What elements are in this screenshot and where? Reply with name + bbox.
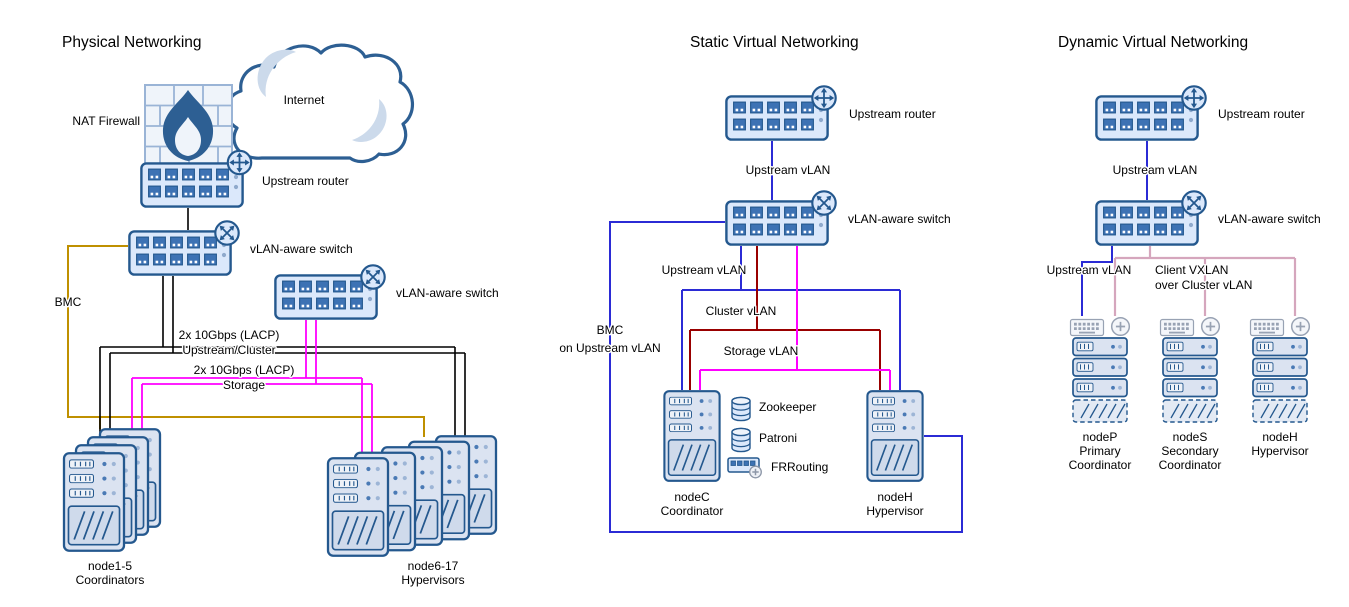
storage-vlan-lines: [699, 246, 891, 390]
physical-networking-section: Physical Networking Internet NAT Firewal…: [53, 33, 500, 589]
server-unit: [328, 458, 388, 556]
server-unit: [64, 453, 124, 551]
dynamic-virtual-networking-section: Dynamic Virtual Networking Upstream rout…: [1045, 33, 1322, 474]
client-vxlan-lines: [1113, 246, 1297, 316]
label-lacp-storage-1: 2x 10Gbps (LACP): [194, 363, 295, 377]
vm-stack-nodeh: [1249, 316, 1311, 424]
label-upstream-vlan: Upstream vLAN: [662, 263, 747, 277]
vm-stack-nodep: [1069, 316, 1131, 424]
cluster-vlan-lines: [689, 246, 881, 390]
label-nat-firewall: NAT Firewall: [72, 114, 140, 128]
label-nodec-2: Coordinator: [661, 504, 724, 518]
label-client-vxlan-2: over Cluster vLAN: [1155, 278, 1252, 292]
label-nodeh-1: nodeH: [877, 490, 912, 504]
label-lacp-storage-2: Storage: [223, 378, 265, 392]
server-nodec: [664, 391, 719, 481]
label-nodeh-2: Hypervisor: [866, 504, 923, 518]
frrouting-icon: [727, 457, 763, 479]
section-title-static: Static Virtual Networking: [690, 34, 859, 51]
router-badge-icon: [226, 149, 253, 176]
label-vlan-switch: vLAN-aware switch: [848, 212, 951, 226]
label-lacp-upstream-2: Upstream/Cluster: [182, 343, 275, 357]
label-nodeh-2: Hypervisor: [1251, 444, 1308, 458]
bmc-upstream-loop: [609, 221, 963, 533]
upstream-router-device: [141, 163, 242, 206]
label-hypervisors-1: node6-17: [408, 559, 459, 573]
label-nodep-3: Coordinator: [1069, 458, 1132, 472]
zookeeper-icon: [731, 396, 751, 422]
label-patroni: Patroni: [759, 431, 797, 445]
server-stack-coordinators: [64, 429, 160, 551]
switch-badge-icon: [811, 190, 837, 216]
server-nodeh: [867, 391, 922, 481]
flame-inner: [175, 117, 201, 156]
upstream-vlan-line: [1081, 246, 1113, 316]
switch-badge-icon: [1181, 190, 1207, 216]
label-upstream-router: Upstream router: [1218, 107, 1305, 121]
label-frrouting: FRRouting: [771, 460, 828, 474]
label-vlan-switch: vLAN-aware switch: [1218, 212, 1321, 226]
label-nodep-2: Primary: [1079, 444, 1120, 458]
router-badge-icon: [1181, 85, 1207, 111]
label-bmc-1: BMC: [597, 323, 624, 337]
label-client-vxlan-1: Client VXLAN: [1155, 263, 1228, 277]
patroni-icon: [731, 427, 751, 453]
label-coordinators-2: Coordinators: [76, 573, 145, 587]
label-nodes-3: Coordinator: [1159, 458, 1222, 472]
label-cluster-vlan: Cluster vLAN: [706, 304, 777, 318]
label-zookeeper: Zookeeper: [759, 400, 816, 414]
label-lacp-upstream-1: 2x 10Gbps (LACP): [179, 328, 280, 342]
label-upstream-vlan: Upstream vLAN: [1047, 263, 1132, 277]
label-nodeh-1: nodeH: [1262, 430, 1297, 444]
label-upstream-vlan-link: Upstream vLAN: [746, 163, 831, 177]
label-vlan-switch-lower: vLAN-aware switch: [396, 286, 499, 300]
storage-links: [131, 320, 373, 452]
label-storage-vlan: Storage vLAN: [724, 344, 799, 358]
label-hypervisors-2: Hypervisors: [401, 573, 464, 587]
label-nodes-2: Secondary: [1161, 444, 1218, 458]
cloud-highlight: [257, 49, 296, 97]
cloud-highlight: [352, 99, 387, 142]
static-virtual-networking-section: Static Virtual Networking Upstream route…: [558, 33, 963, 533]
label-upstream-router: Upstream router: [849, 107, 936, 121]
section-title-dynamic: Dynamic Virtual Networking: [1058, 34, 1248, 51]
vm-stack-nodes: [1159, 316, 1221, 424]
label-nodec-1: nodeC: [674, 490, 710, 504]
switch-badge-icon: [360, 264, 386, 290]
label-vlan-switch-upper: vLAN-aware switch: [250, 242, 353, 256]
label-internet: Internet: [284, 93, 325, 107]
label-nodes-1: nodeS: [1173, 430, 1208, 444]
upstream-vlan-lines: [681, 246, 901, 390]
label-upstream-vlan-link: Upstream vLAN: [1113, 163, 1198, 177]
switch-badge-icon: [214, 220, 240, 246]
label-nodep-1: nodeP: [1083, 430, 1118, 444]
nat-firewall: [144, 84, 233, 168]
label-bmc: BMC: [55, 295, 82, 309]
upstream-cluster-links: [99, 276, 466, 451]
router-badge-icon: [811, 85, 837, 111]
label-bmc-2: on Upstream vLAN: [559, 341, 660, 355]
server-stack-hypervisors: [328, 436, 496, 556]
section-title-physical: Physical Networking: [62, 34, 202, 51]
label-coordinators-1: node1-5: [88, 559, 132, 573]
label-upstream-router: Upstream router: [262, 174, 349, 188]
